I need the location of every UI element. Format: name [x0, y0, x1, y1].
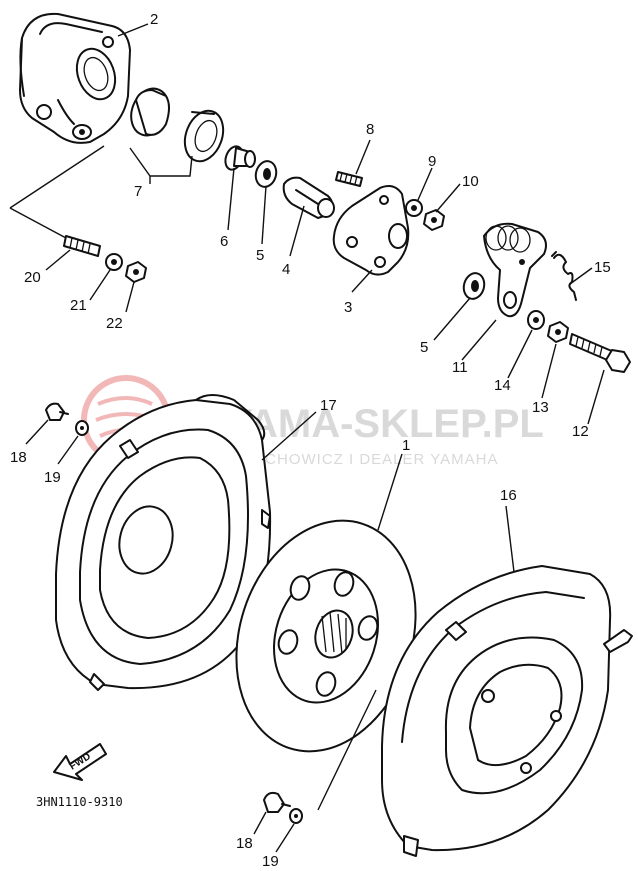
callout-22: 22	[106, 315, 123, 332]
part-11-brake-arm	[483, 222, 547, 318]
part-5-washer-upper	[254, 160, 278, 188]
callout-12: 12	[572, 423, 589, 440]
callout-2: 2	[150, 11, 158, 28]
part-9-washer	[405, 199, 423, 217]
callout-17: 17	[320, 397, 337, 414]
part-6-shaft	[224, 145, 256, 171]
part-15-spring	[551, 251, 577, 301]
callout-19-upper: 19	[44, 469, 61, 486]
part-8-stud	[335, 171, 363, 187]
callout-18-upper: 18	[10, 449, 27, 466]
part-4-cam	[282, 176, 335, 219]
callout-19-lower: 19	[262, 853, 279, 870]
callout-5-lower: 5	[420, 339, 428, 356]
callout-4: 4	[282, 261, 290, 278]
part-7-piston-seals	[130, 87, 225, 163]
callout-21: 21	[70, 297, 87, 314]
callout-5-upper: 5	[256, 247, 264, 264]
callout-3: 3	[344, 299, 352, 316]
part-13-nut	[547, 321, 569, 343]
leader-lines	[9, 23, 605, 853]
callout-8: 8	[366, 121, 374, 138]
callout-7: 7	[134, 183, 142, 200]
part-17-housing	[55, 394, 272, 691]
watermark-main-text: YAMA-SKLEP.PL	[226, 402, 544, 446]
part-20-stud	[63, 235, 101, 257]
part-22-nut	[125, 261, 147, 283]
part-5-washer-lower	[462, 272, 486, 300]
part-18-screw-lower	[263, 791, 291, 813]
part-19-washer-upper	[75, 420, 89, 436]
callout-1: 1	[402, 437, 410, 454]
callout-10: 10	[462, 173, 479, 190]
callout-18-lower: 18	[236, 835, 253, 852]
part-14-washer	[527, 310, 545, 330]
callout-15: 15	[594, 259, 611, 276]
watermark: YAMA-SKLEP.PL WLOCHOWICZ I DEALER YAMAHA	[81, 375, 544, 468]
diagram-code: 3HN1110-9310	[36, 795, 123, 809]
part-1-disc	[235, 519, 417, 753]
fwd-arrow-icon: FWD	[53, 743, 107, 781]
callout-14: 14	[494, 377, 511, 394]
part-2-caliper-bracket	[19, 12, 131, 144]
part-3-lever-plate	[332, 185, 410, 276]
part-19-washer-lower	[289, 808, 303, 824]
callout-13: 13	[532, 399, 549, 416]
callout-6: 6	[220, 233, 228, 250]
part-10-nut	[423, 209, 445, 231]
part-12-bolt	[569, 333, 631, 373]
part-18-screw-upper	[45, 402, 69, 421]
callout-11: 11	[452, 359, 468, 376]
watermark-sub-text: WLOCHOWICZ I DEALER YAMAHA	[228, 451, 498, 468]
callout-9: 9	[428, 153, 436, 170]
callout-16: 16	[500, 487, 517, 504]
callouts: 2 7 6 5 4 8 9 10 3 15 5 11 14 13 12 20 2…	[10, 11, 611, 870]
part-21-washer	[105, 253, 123, 271]
callout-20: 20	[24, 269, 41, 286]
part-16-back-plate	[381, 565, 633, 857]
